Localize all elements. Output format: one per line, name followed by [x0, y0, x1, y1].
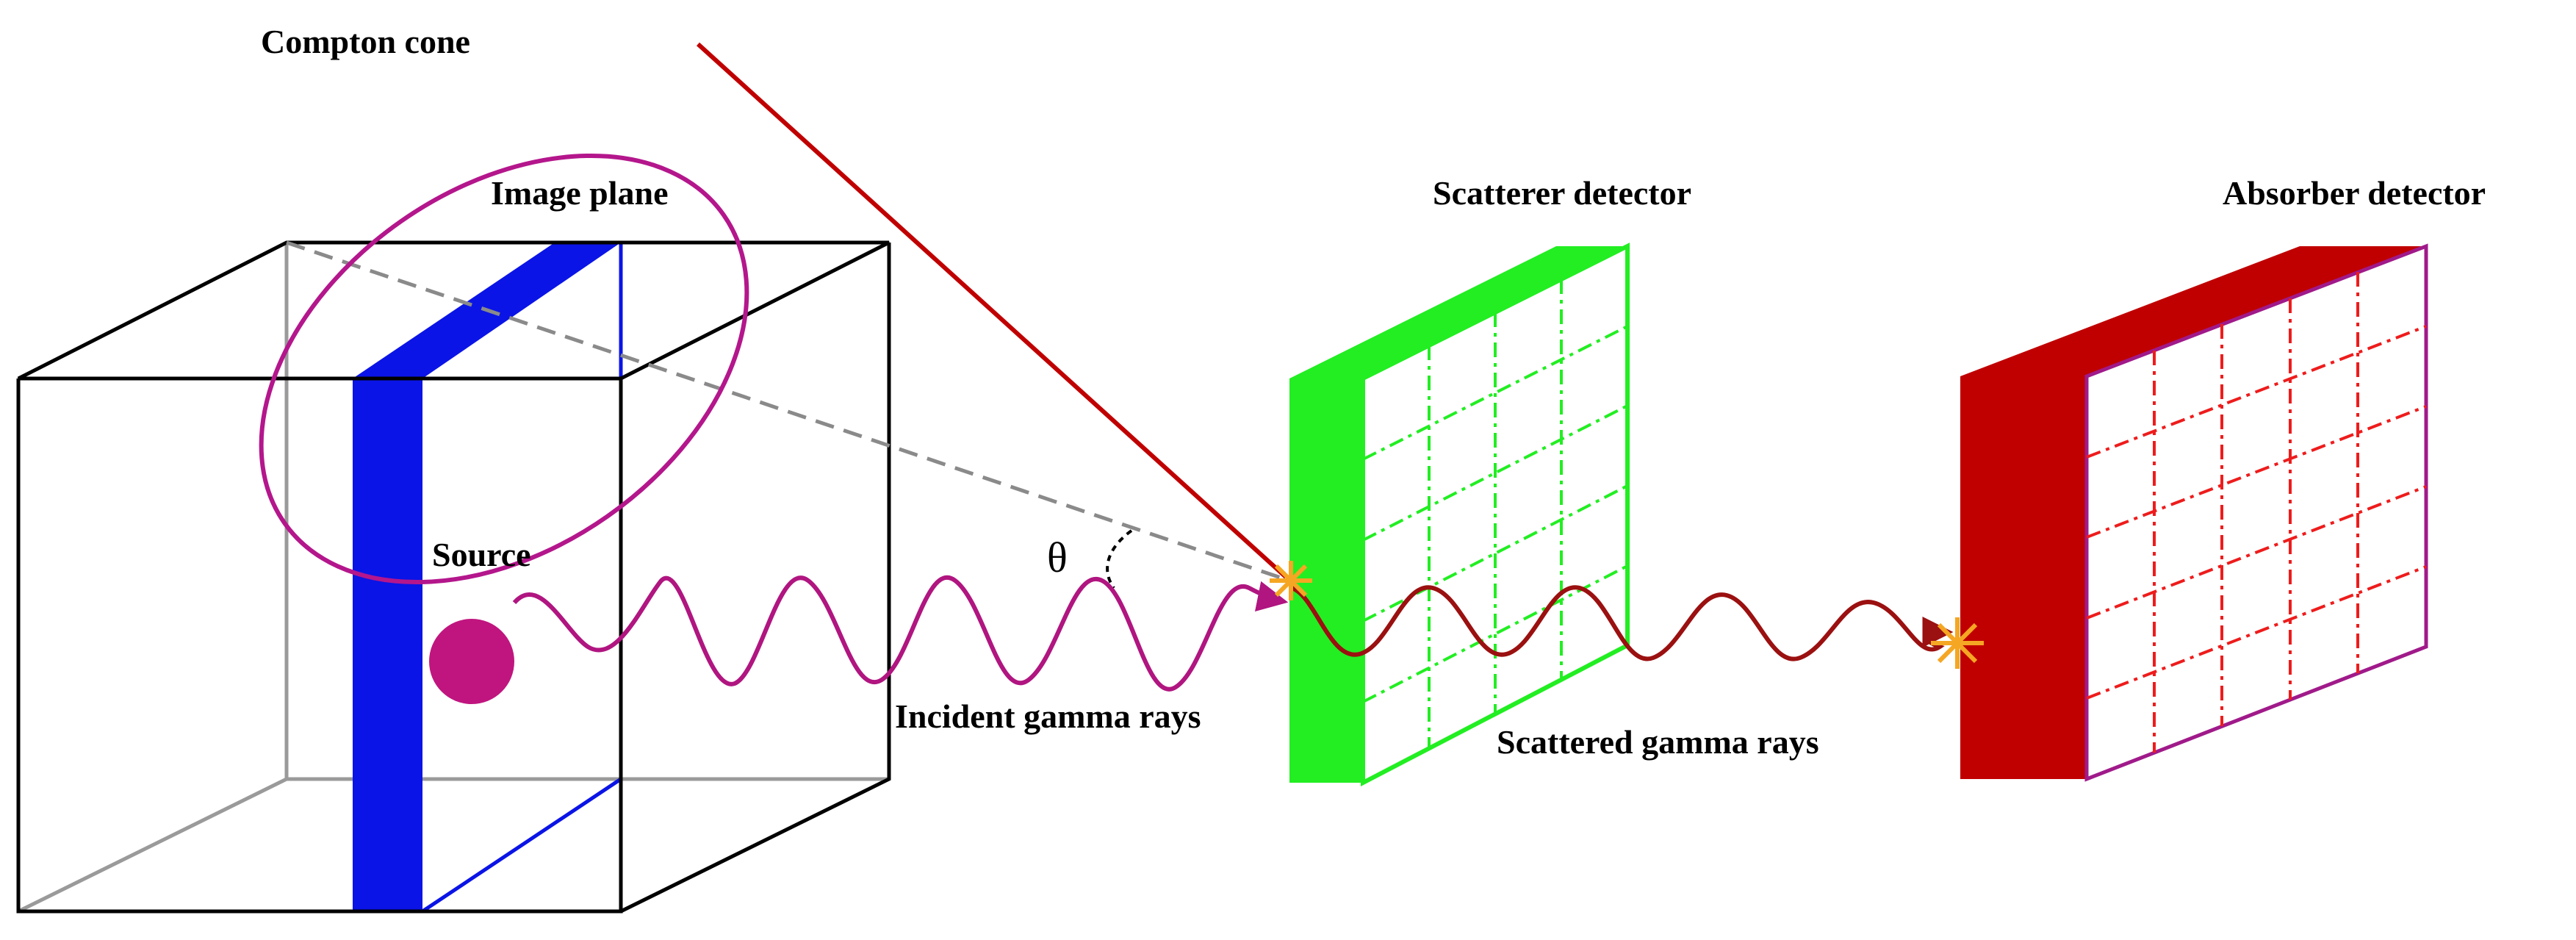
label-compton-cone: Compton cone: [261, 23, 470, 60]
cone-line: [696, 42, 1288, 579]
label-theta: θ: [1047, 534, 1068, 581]
cone-axis-dashed-line: [286, 240, 1290, 583]
scattered-gamma-wave: [1290, 585, 1954, 661]
theta-arc: [1106, 529, 1133, 589]
label-scatterer-detector: Scatterer detector: [1433, 174, 1691, 212]
label-incident-gamma-rays: Incident gamma rays: [895, 697, 1201, 735]
source-point: [429, 619, 514, 704]
label-absorber-detector: Absorber detector: [2223, 174, 2486, 212]
scatter-interaction-star: [1270, 561, 1312, 600]
label-source: Source: [432, 536, 531, 573]
scatterer-detector: [1289, 243, 1630, 786]
cube-edges: [16, 240, 891, 914]
absorber-interaction-star: [1931, 617, 1984, 669]
label-scattered-gamma-rays: Scattered gamma rays: [1497, 723, 1819, 761]
incident-gamma-wave: [512, 575, 1289, 692]
compton-cone-ellipse: [259, 153, 749, 585]
absorber-detector: [1960, 243, 2428, 782]
label-image-plane: Image plane: [491, 174, 669, 212]
